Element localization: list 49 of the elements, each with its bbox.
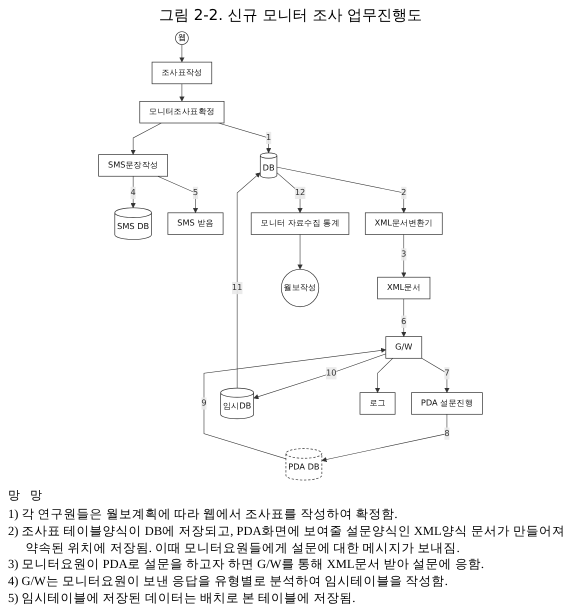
node-circle: 웹	[175, 31, 189, 45]
edge-label: 9	[201, 398, 207, 408]
arrow	[401, 234, 406, 278]
arrow	[322, 414, 448, 462]
arrow	[218, 122, 272, 154]
arrow	[276, 172, 303, 214]
edge-label: 6	[401, 316, 406, 326]
note-text: 4) G/W는 모니터요원이 보낸 응답을 유형별로 분석하여 임시테이블을 작성함.	[8, 573, 449, 590]
node-box: G/W	[385, 336, 422, 359]
edge-label: 10	[326, 368, 336, 378]
arrow	[204, 348, 386, 460]
node-box: XML문서	[377, 276, 430, 300]
arrow	[253, 354, 386, 400]
node-box: 조사표작성	[152, 62, 212, 84]
node-box: SMS 받음	[168, 212, 224, 235]
arrow	[421, 358, 450, 393]
arrow	[179, 44, 184, 62]
arrow	[297, 234, 303, 270]
edge-label: 11	[232, 283, 242, 292]
note-text: 3) 모니터요원이 PDA로 설문을 하고자 하면 G/W를 통해 XML문서 받아 설문에 응함.	[8, 556, 485, 574]
diagram-title: 그림 2-2. 신규 모니터 조사 업무진행도	[158, 6, 422, 25]
node-box: XML문서변환기	[364, 212, 443, 235]
node-box: 로그	[360, 392, 396, 415]
edge-label: 5	[192, 188, 198, 198]
edge-label: 1	[266, 132, 272, 142]
node-box: 모니터조사표확정	[139, 101, 224, 124]
network-label: 망	[8, 486, 20, 504]
edge-label: 2	[401, 188, 406, 198]
arrow	[374, 358, 394, 393]
edge-label: 12	[294, 188, 306, 198]
node-circle: 월보작성	[280, 268, 320, 308]
arrow	[236, 172, 261, 388]
note-text: 5) 임시테이블에 저장된 데이터는 배치로 본 테이블에 저장됨.	[8, 590, 356, 607]
arrow	[157, 176, 198, 214]
node-box: PDA 설문진행	[411, 392, 483, 415]
node-box: SMS문장작성	[98, 154, 168, 177]
edge-label: 7	[444, 368, 450, 378]
edge-label: 8	[444, 428, 450, 438]
edge-label: 4	[130, 188, 136, 198]
note-text: 1) 각 연구원들은 월보계획에 따라 웹에서 조사표를 작성하여 확정함.	[8, 506, 399, 523]
edge-label: 3	[401, 249, 406, 259]
node-box: 모니터 자료수집 통계	[250, 212, 350, 235]
network-label: 망	[30, 486, 42, 504]
arrow	[130, 176, 136, 208]
arrow	[401, 298, 406, 337]
note-text: 2) 조사표 테이블양식이 DB에 저장되고, PDA화면에 보여줄 설문양식인 XML양식 문서가 만들어져 약속된 위치에 저장됨. 이때 모니터요원들에게 설문에 대한 메시지가 보내짐.	[8, 522, 566, 556]
arrow	[276, 166, 406, 214]
arrow	[130, 122, 162, 155]
arrow	[179, 84, 184, 102]
